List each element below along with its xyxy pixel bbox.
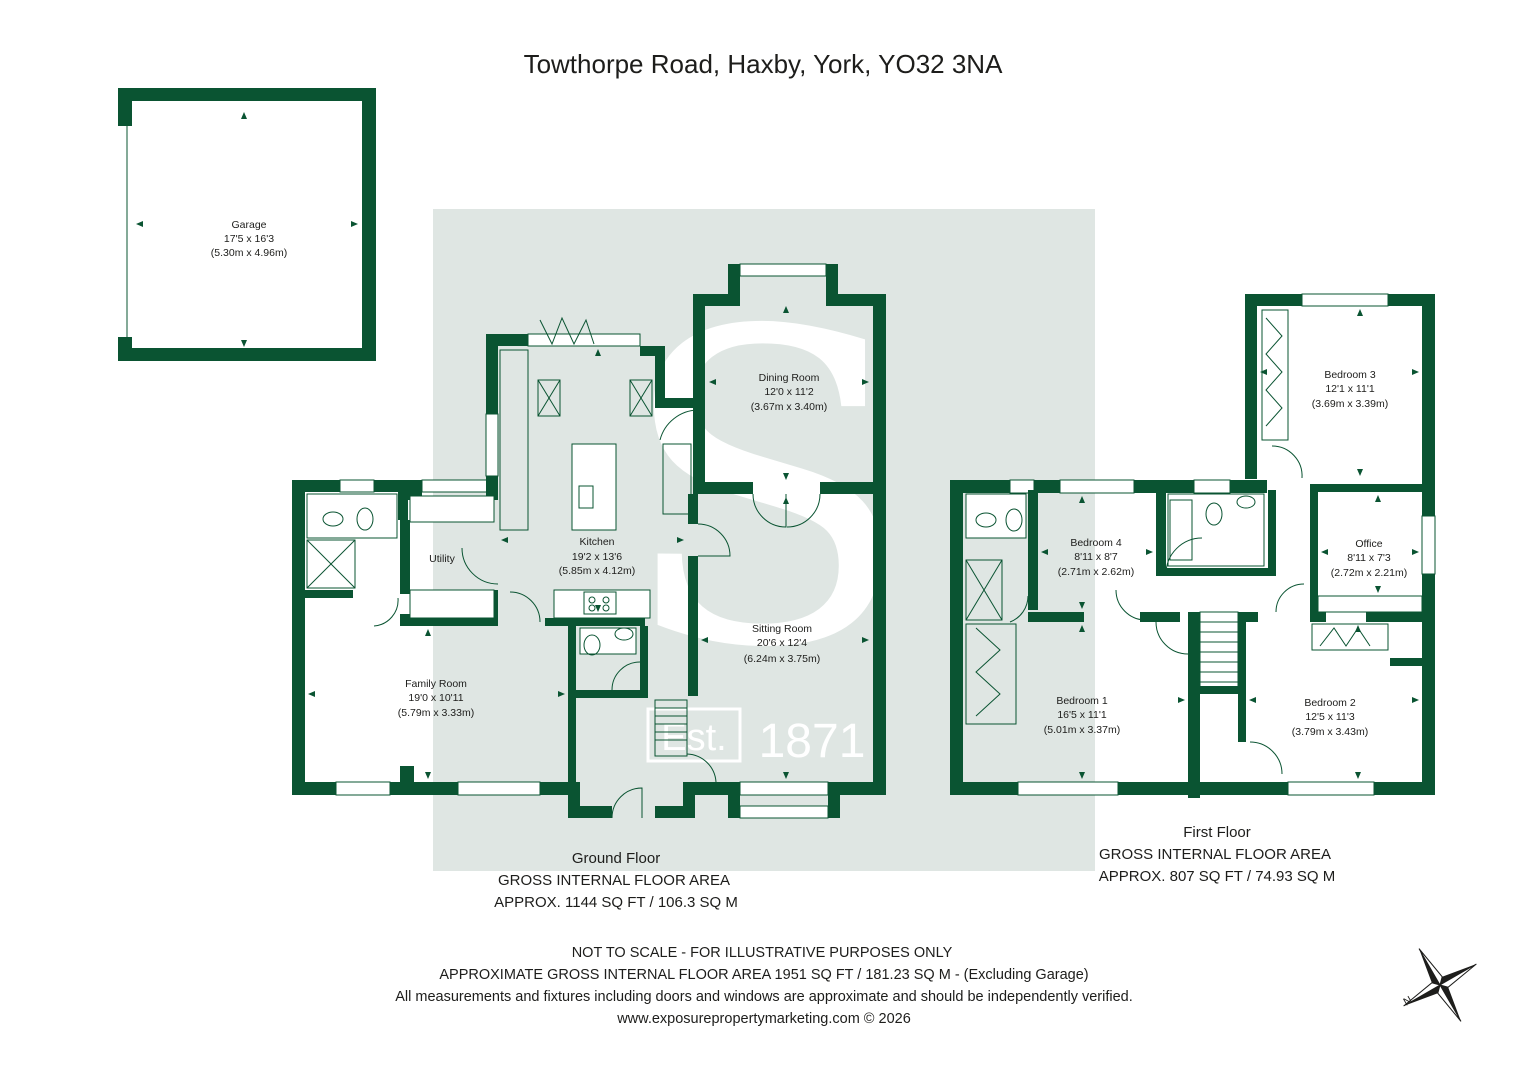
svg-text:Family Room: Family Room <box>405 678 467 690</box>
disclaimer: NOT TO SCALE - FOR ILLUSTRATIVE PURPOSES… <box>395 945 1133 1027</box>
svg-text:APPROX. 1144 SQ FT / 106.3 SQ: APPROX. 1144 SQ FT / 106.3 SQ M <box>494 894 738 911</box>
compass-icon <box>1403 948 1477 1022</box>
svg-text:12'0 x 11'2: 12'0 x 11'2 <box>764 386 814 398</box>
svg-text:19'2 x 13'6: 19'2 x 13'6 <box>572 551 622 563</box>
garage-walls <box>118 88 376 361</box>
room-label-bedroom-1: Bedroom 1 16'5 x 11'1 (5.01m x 3.37m) <box>1044 695 1120 736</box>
svg-text:NOT TO SCALE - FOR ILLUSTRATIV: NOT TO SCALE - FOR ILLUSTRATIVE PURPOSES… <box>572 945 953 961</box>
room-label-kitchen: Kitchen 19'2 x 13'6 (5.85m x 4.12m) <box>559 536 635 577</box>
room-label-garage: Garage 17'5 x 16'3 (5.30m x 4.96m) <box>211 219 287 259</box>
dimension-arrows <box>136 112 1419 779</box>
svg-text:Ground Floor: Ground Floor <box>572 850 660 867</box>
svg-text:Bedroom 1: Bedroom 1 <box>1056 695 1108 707</box>
svg-text:(2.72m x 2.21m): (2.72m x 2.21m) <box>1331 567 1407 579</box>
svg-text:(5.01m x 3.37m): (5.01m x 3.37m) <box>1044 724 1120 736</box>
svg-text:GROSS INTERNAL FLOOR AREA: GROSS INTERNAL FLOOR AREA <box>498 872 730 889</box>
svg-text:(3.67m x 3.40m): (3.67m x 3.40m) <box>751 401 827 413</box>
svg-text:First Floor: First Floor <box>1183 824 1251 841</box>
first-floor-walls <box>950 293 1436 798</box>
svg-text:Sitting Room: Sitting Room <box>752 623 812 635</box>
watermark-year: 1871 <box>759 715 866 768</box>
svg-text:(6.24m x 3.75m): (6.24m x 3.75m) <box>744 653 820 665</box>
room-label-family: Family Room 19'0 x 10'11 (5.79m x 3.33m) <box>398 678 474 719</box>
watermark-logo: S Est. 1871 <box>618 242 913 768</box>
watermark-est: Est. <box>661 717 726 759</box>
svg-text:All measurements and fixtures: All measurements and fixtures including … <box>395 989 1133 1005</box>
svg-text:Kitchen: Kitchen <box>579 536 614 548</box>
compass-north-label: N <box>1402 994 1415 1008</box>
page-title: Towthorpe Road, Haxby, York, YO32 3NA <box>524 49 1004 79</box>
svg-text:12'5 x 11'3: 12'5 x 11'3 <box>1305 711 1355 723</box>
svg-text:Dining Room: Dining Room <box>759 372 820 384</box>
svg-text:(5.30m x 4.96m): (5.30m x 4.96m) <box>211 247 287 259</box>
room-label-bedroom-3: Bedroom 3 12'1 x 11'1 (3.69m x 3.39m) <box>1312 369 1388 410</box>
room-label-bedroom-2: Bedroom 2 12'5 x 11'3 (3.79m x 3.43m) <box>1292 697 1368 738</box>
kitchen-counter <box>553 589 651 619</box>
svg-text:GROSS INTERNAL FLOOR AREA: GROSS INTERNAL FLOOR AREA <box>1099 846 1331 863</box>
first-floor-label: First Floor GROSS INTERNAL FLOOR AREA AP… <box>1099 824 1335 885</box>
svg-text:12'1 x 11'1: 12'1 x 11'1 <box>1325 383 1375 395</box>
watermark-est-box <box>646 707 742 763</box>
svg-text:APPROXIMATE GROSS INTERNAL FLO: APPROXIMATE GROSS INTERNAL FLOOR AREA 19… <box>439 967 1088 983</box>
ensuite-fixtures <box>306 493 398 539</box>
svg-text:20'6 x 12'4: 20'6 x 12'4 <box>757 637 807 649</box>
room-label-sitting: Sitting Room 20'6 x 12'4 (6.24m x 3.75m) <box>744 623 820 665</box>
svg-text:8'11 x 7'3: 8'11 x 7'3 <box>1347 552 1391 564</box>
svg-text:www.exposurepropertymarketing.: www.exposurepropertymarketing.com © 2026 <box>616 1011 911 1027</box>
svg-text:19'0 x 10'11: 19'0 x 10'11 <box>408 692 463 704</box>
room-label-dining: Dining Room 12'0 x 11'2 (3.67m x 3.40m) <box>751 372 827 413</box>
svg-text:(3.69m x 3.39m): (3.69m x 3.39m) <box>1312 398 1388 410</box>
room-label-bedroom-4: Bedroom 4 8'11 x 8'7 (2.71m x 2.62m) <box>1058 537 1134 578</box>
svg-text:17'5 x 16'3: 17'5 x 16'3 <box>224 233 274 245</box>
ground-floor-walls <box>292 263 886 819</box>
svg-text:Garage: Garage <box>231 219 266 231</box>
svg-text:Bedroom 2: Bedroom 2 <box>1304 697 1356 709</box>
svg-text:Office: Office <box>1355 538 1382 550</box>
hob-icon <box>583 591 617 615</box>
first-floor-fixtures <box>965 309 1423 775</box>
svg-text:(3.79m x 3.43m): (3.79m x 3.43m) <box>1292 726 1368 738</box>
svg-text:APPROX. 807 SQ FT / 74.93 SQ M: APPROX. 807 SQ FT / 74.93 SQ M <box>1099 868 1335 885</box>
svg-text:(5.85m x 4.12m): (5.85m x 4.12m) <box>559 565 635 577</box>
room-label-office: Office 8'11 x 7'3 (2.72m x 2.21m) <box>1331 538 1407 579</box>
ground-floor-fixtures <box>306 316 821 819</box>
svg-text:8'11 x 8'7: 8'11 x 8'7 <box>1074 551 1118 563</box>
svg-text:Bedroom 4: Bedroom 4 <box>1070 537 1122 549</box>
svg-text:(2.71m x 2.62m): (2.71m x 2.62m) <box>1058 566 1134 578</box>
svg-text:Bedroom 3: Bedroom 3 <box>1324 369 1376 381</box>
ground-floor-label: Ground Floor GROSS INTERNAL FLOOR AREA A… <box>494 850 738 911</box>
svg-text:16'5 x 11'1: 16'5 x 11'1 <box>1057 709 1107 721</box>
room-label-utility: Utility <box>429 553 455 565</box>
svg-text:(5.79m x 3.33m): (5.79m x 3.33m) <box>398 707 474 719</box>
watermark-panel <box>433 209 1095 871</box>
